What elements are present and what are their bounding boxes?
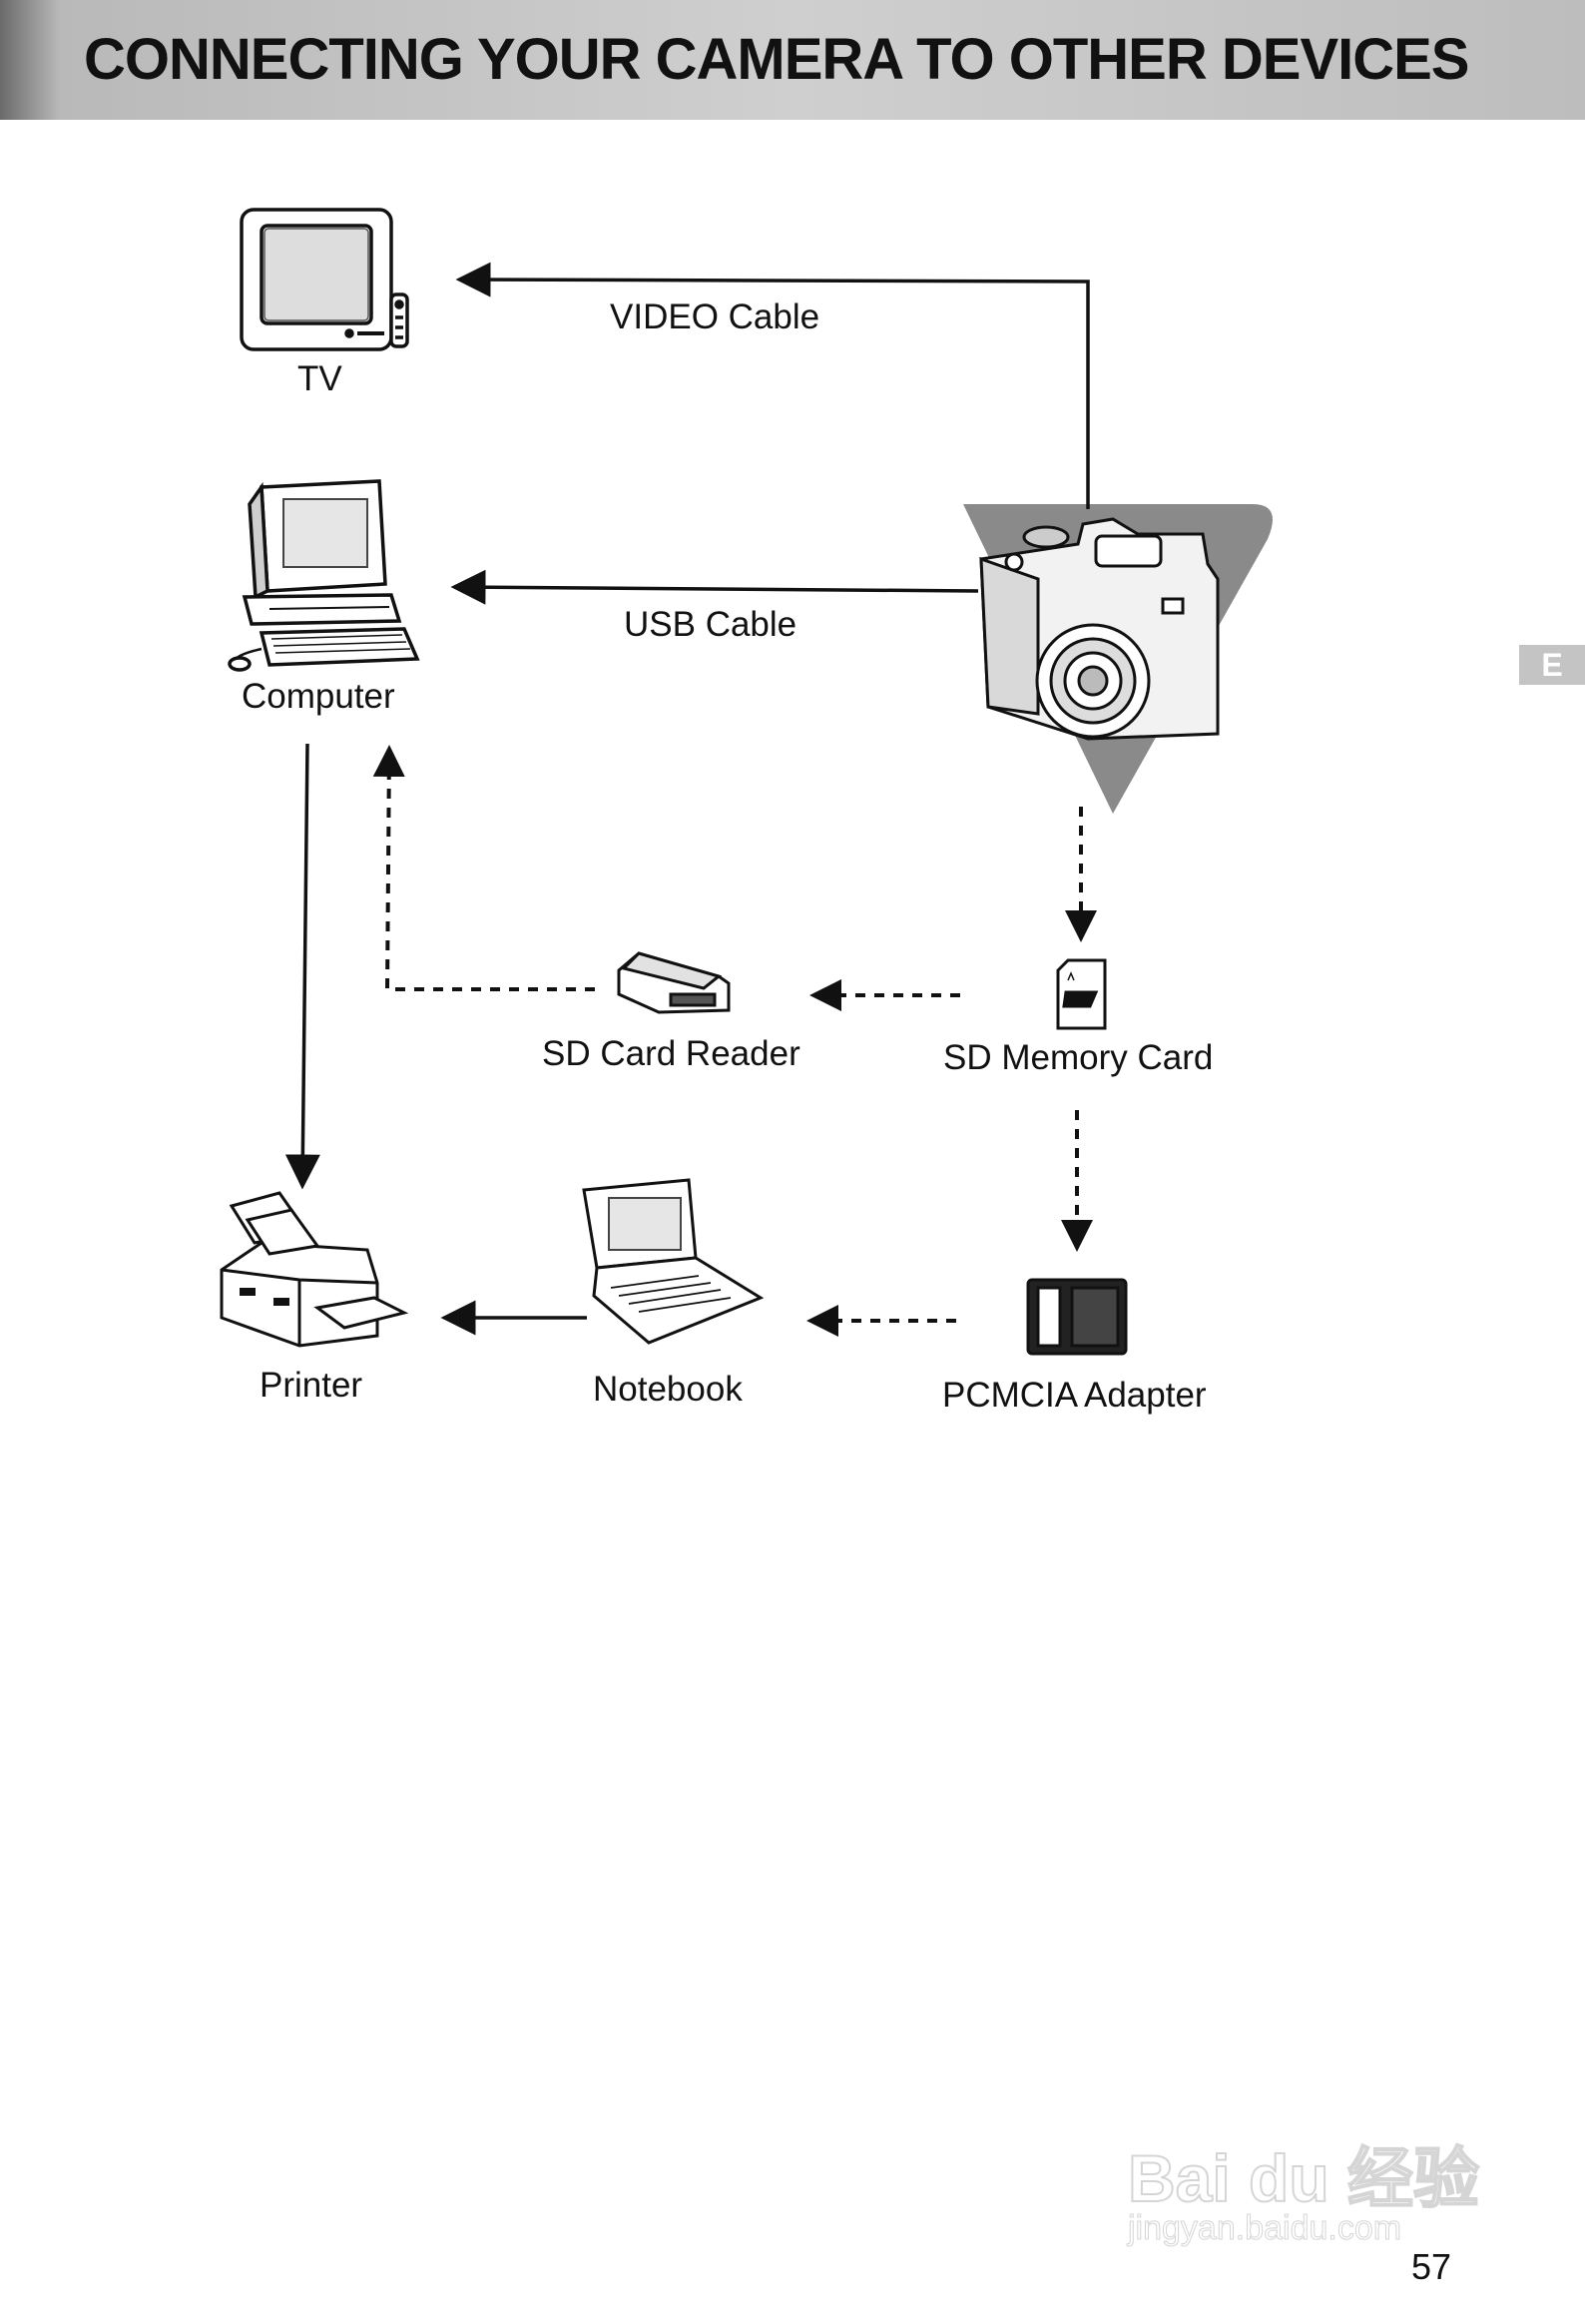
printer-icon (220, 1191, 409, 1348)
tv-label: TV (297, 359, 342, 398)
watermark: Bai du 经验 jingyan.baidu.com (1127, 2091, 1480, 2261)
usb-cable-label: USB Cable (624, 605, 797, 644)
header-band (0, 0, 1585, 120)
pcmcia-adapter-label: PCMCIA Adapter (942, 1376, 1207, 1415)
sd-card-reader-icon (617, 951, 731, 1014)
reader-to-computer-dashed (372, 745, 595, 991)
notebook-icon (582, 1178, 765, 1345)
computer-icon (228, 479, 420, 672)
video-cable-line (455, 262, 1090, 509)
watermark-url: jingyan.baidu.com (1127, 2209, 1402, 2248)
language-tab: E (1519, 645, 1585, 685)
camera-icon (979, 517, 1220, 741)
notebook-label: Notebook (593, 1370, 743, 1409)
watermark-brand: Bai du 经验 (1127, 2140, 1480, 2216)
video-cable-label: VIDEO Cable (610, 297, 820, 336)
printer-label: Printer (260, 1366, 363, 1405)
sd-memory-card-label: SD Memory Card (943, 1038, 1214, 1077)
tv-icon (240, 208, 409, 351)
computer-to-printer-line (284, 743, 320, 1190)
computer-label: Computer (242, 677, 395, 716)
usb-cable-line (450, 569, 979, 605)
sd-card-reader-label: SD Card Reader (542, 1034, 800, 1073)
sd-memory-card-icon (1056, 958, 1107, 1030)
pcmcia-adapter-icon (1026, 1278, 1128, 1356)
page-number: 57 (1411, 2246, 1452, 2287)
page-title: CONNECTING YOUR CAMERA TO OTHER DEVICES (84, 27, 1469, 92)
